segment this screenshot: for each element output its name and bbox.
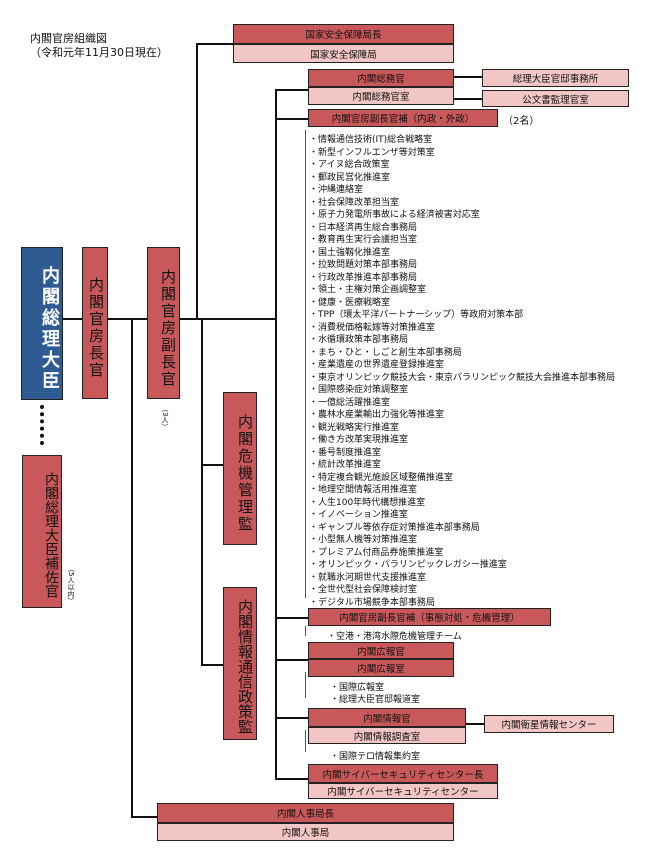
office-list-item: ・統計改革推進室 — [309, 460, 382, 470]
archives-office-box: 公文書監理官室 — [482, 90, 629, 107]
office-list-item: ・観光戦略実行推進室 — [309, 422, 400, 433]
connector — [108, 318, 147, 320]
connector — [275, 89, 277, 780]
connector — [131, 816, 157, 818]
list-item: ・空港・港湾水際危機管理チーム — [327, 632, 462, 642]
pr-secretary-box: 内閣広報官 — [308, 642, 454, 659]
office-list-item: ・日本経済再生総合事務局 — [309, 222, 418, 233]
office-list-item: ・沖縄連絡室 — [309, 185, 364, 195]
list-item: ・総理大臣官邸報道室 — [330, 695, 421, 705]
connector — [305, 672, 306, 698]
connector — [275, 89, 308, 91]
office-list-item: ・小型無人機等対策推進室 — [309, 535, 418, 545]
nss-bureau-box: 国家安全保障局 — [233, 44, 454, 63]
chart-title: 内閣官房組織図 — [30, 32, 107, 45]
connector — [201, 464, 223, 466]
connector — [454, 76, 482, 78]
pr-office-box: 内閣広報室 — [308, 659, 454, 677]
office-list-item: ・領土・主権対策企画調整室 — [309, 285, 427, 295]
pm-aide-box: 内閣総理大臣補佐官 — [22, 455, 62, 608]
personnel-head-box: 内閣人事局長 — [157, 803, 454, 823]
crisis-management-box: 内閣危機管理監 — [223, 392, 257, 545]
office-list-item: ・新型インフルエンザ等対策室 — [309, 147, 435, 158]
office-list-item: ・ギャンブル等依存症対策推進本部事務局 — [309, 522, 480, 533]
intel-office-box: 内閣情報調査室 — [308, 727, 466, 744]
connector — [201, 319, 203, 666]
connector — [305, 130, 306, 598]
office-list-item: ・全世代型社会保障検討室 — [309, 585, 418, 595]
office-list-item: ・原子力発電所事故による経済被害対応室 — [309, 210, 480, 220]
connector — [275, 659, 308, 661]
connector — [196, 43, 233, 45]
office-list-item: ・イノベーション推進室 — [309, 510, 408, 520]
office-list-item: ・番号制度推進室 — [309, 447, 382, 458]
connector — [275, 717, 308, 719]
office-list-item: ・人生100年時代構想推進室 — [309, 497, 426, 508]
general-affairs-office-box: 内閣総務官室 — [308, 87, 454, 105]
office-list-item: ・教育再生実行会議担当室 — [309, 235, 418, 245]
list-item: ・国際テロ情報集約室 — [330, 752, 421, 762]
pm-residence-office-box: 総理大臣官邸事務所 — [482, 69, 629, 87]
office-list-item: ・特定複合観光施設区域整備推進室 — [309, 472, 454, 483]
connector — [305, 626, 306, 636]
office-list-item: ・行政改革推進本部事務局 — [309, 272, 418, 283]
office-list-item: ・就職氷河期世代支援推進室 — [309, 572, 427, 583]
intel-officer-box: 内閣情報官 — [308, 708, 466, 727]
satellite-center-box: 内閣衛星情報センター — [484, 715, 614, 733]
office-list-item: ・郵政民営化推進室 — [309, 172, 391, 183]
office-list-item: ・健康・医療戦略室 — [309, 297, 391, 308]
office-list-item: ・国土強靱化推進室 — [309, 247, 391, 258]
list-item: ・国際広報室 — [330, 683, 385, 693]
pm-aide-count: （5人以内） — [67, 565, 75, 605]
prime-minister-box: 内閣総理大臣 — [21, 247, 63, 400]
connector — [131, 319, 133, 818]
office-list-item: ・プレミアム付商品券施策推進室 — [309, 547, 444, 558]
office-list-item: ・働き方改革実現推進室 — [309, 435, 409, 445]
connector — [454, 98, 482, 100]
office-list-item: ・情報通信技術(IT)総合戦略室 — [309, 135, 433, 145]
office-list-item: ・国際感染症対策調整室 — [309, 385, 409, 395]
asst-domestic-foreign-box: 内閣官房副長官補（内政・外政） — [308, 109, 498, 127]
cyber-head-box: 内閣サイバーセキュリティセンター長 — [308, 764, 498, 783]
office-list-item: ・拉致問題対策本部事務局 — [309, 260, 418, 270]
office-list-item: ・一億総活躍推進室 — [309, 397, 391, 408]
nss-head-box: 国家安全保障局長 — [233, 24, 454, 44]
office-list-item: ・水循環政策本部事務局 — [309, 335, 409, 345]
office-list-item: ・産業遺産の世界遺産登録推進室 — [309, 360, 445, 370]
office-list-item: ・オリンピック・パラリンピックレガシー推進室 — [309, 560, 507, 570]
office-list-item: ・社会保障改革担当室 — [309, 197, 400, 208]
office-list-item: ・東京オリンピック競技大会・東京パラリンピック競技大会推進本部事務局 — [309, 372, 616, 383]
deputy-chief-box: 内閣官房副長官 — [147, 247, 180, 399]
info-policy-box: 内閣情報通信政策監 — [223, 587, 257, 740]
connector — [196, 43, 198, 319]
asst-crisis-box: 内閣官房副長官補（事態対処・危機管理） — [308, 608, 551, 626]
office-list-item: ・農林水産業輸出力強化等推進室 — [309, 410, 445, 420]
connector — [201, 664, 223, 666]
connector — [466, 723, 484, 725]
general-affairs-box: 内閣総務官 — [308, 69, 454, 87]
office-list-item: ・デジタル市場競争本部事務局 — [309, 597, 435, 608]
connector — [305, 730, 306, 752]
office-list-item: ・アイヌ総合政策室 — [309, 160, 390, 170]
personnel-bureau-box: 内閣人事局 — [157, 823, 454, 841]
connector — [180, 318, 277, 320]
office-list-item: ・TPP（環太平洋パートナーシップ）等政府対策本部 — [309, 310, 524, 320]
chart-date: （令和元年11月30日現在） — [30, 46, 168, 59]
office-list-item: ・消費税価格転嫁等対策推進室 — [309, 322, 436, 333]
office-list-item: ・まち・ひと・しごと創生本部事務局 — [309, 347, 462, 358]
connector — [63, 318, 82, 320]
connector — [275, 118, 308, 120]
connector — [275, 617, 308, 619]
chief-cabinet-secretary-box: 内閣官房長官 — [82, 247, 108, 399]
connector — [275, 778, 308, 780]
deputy-chief-count: （3人） — [161, 405, 169, 431]
office-list-item: ・地理空間情報活用推進室 — [309, 485, 418, 495]
dotted-connector — [40, 405, 44, 445]
cyber-center-box: 内閣サイバーセキュリティセンター — [308, 783, 498, 799]
asst-count: （2名） — [503, 116, 540, 127]
